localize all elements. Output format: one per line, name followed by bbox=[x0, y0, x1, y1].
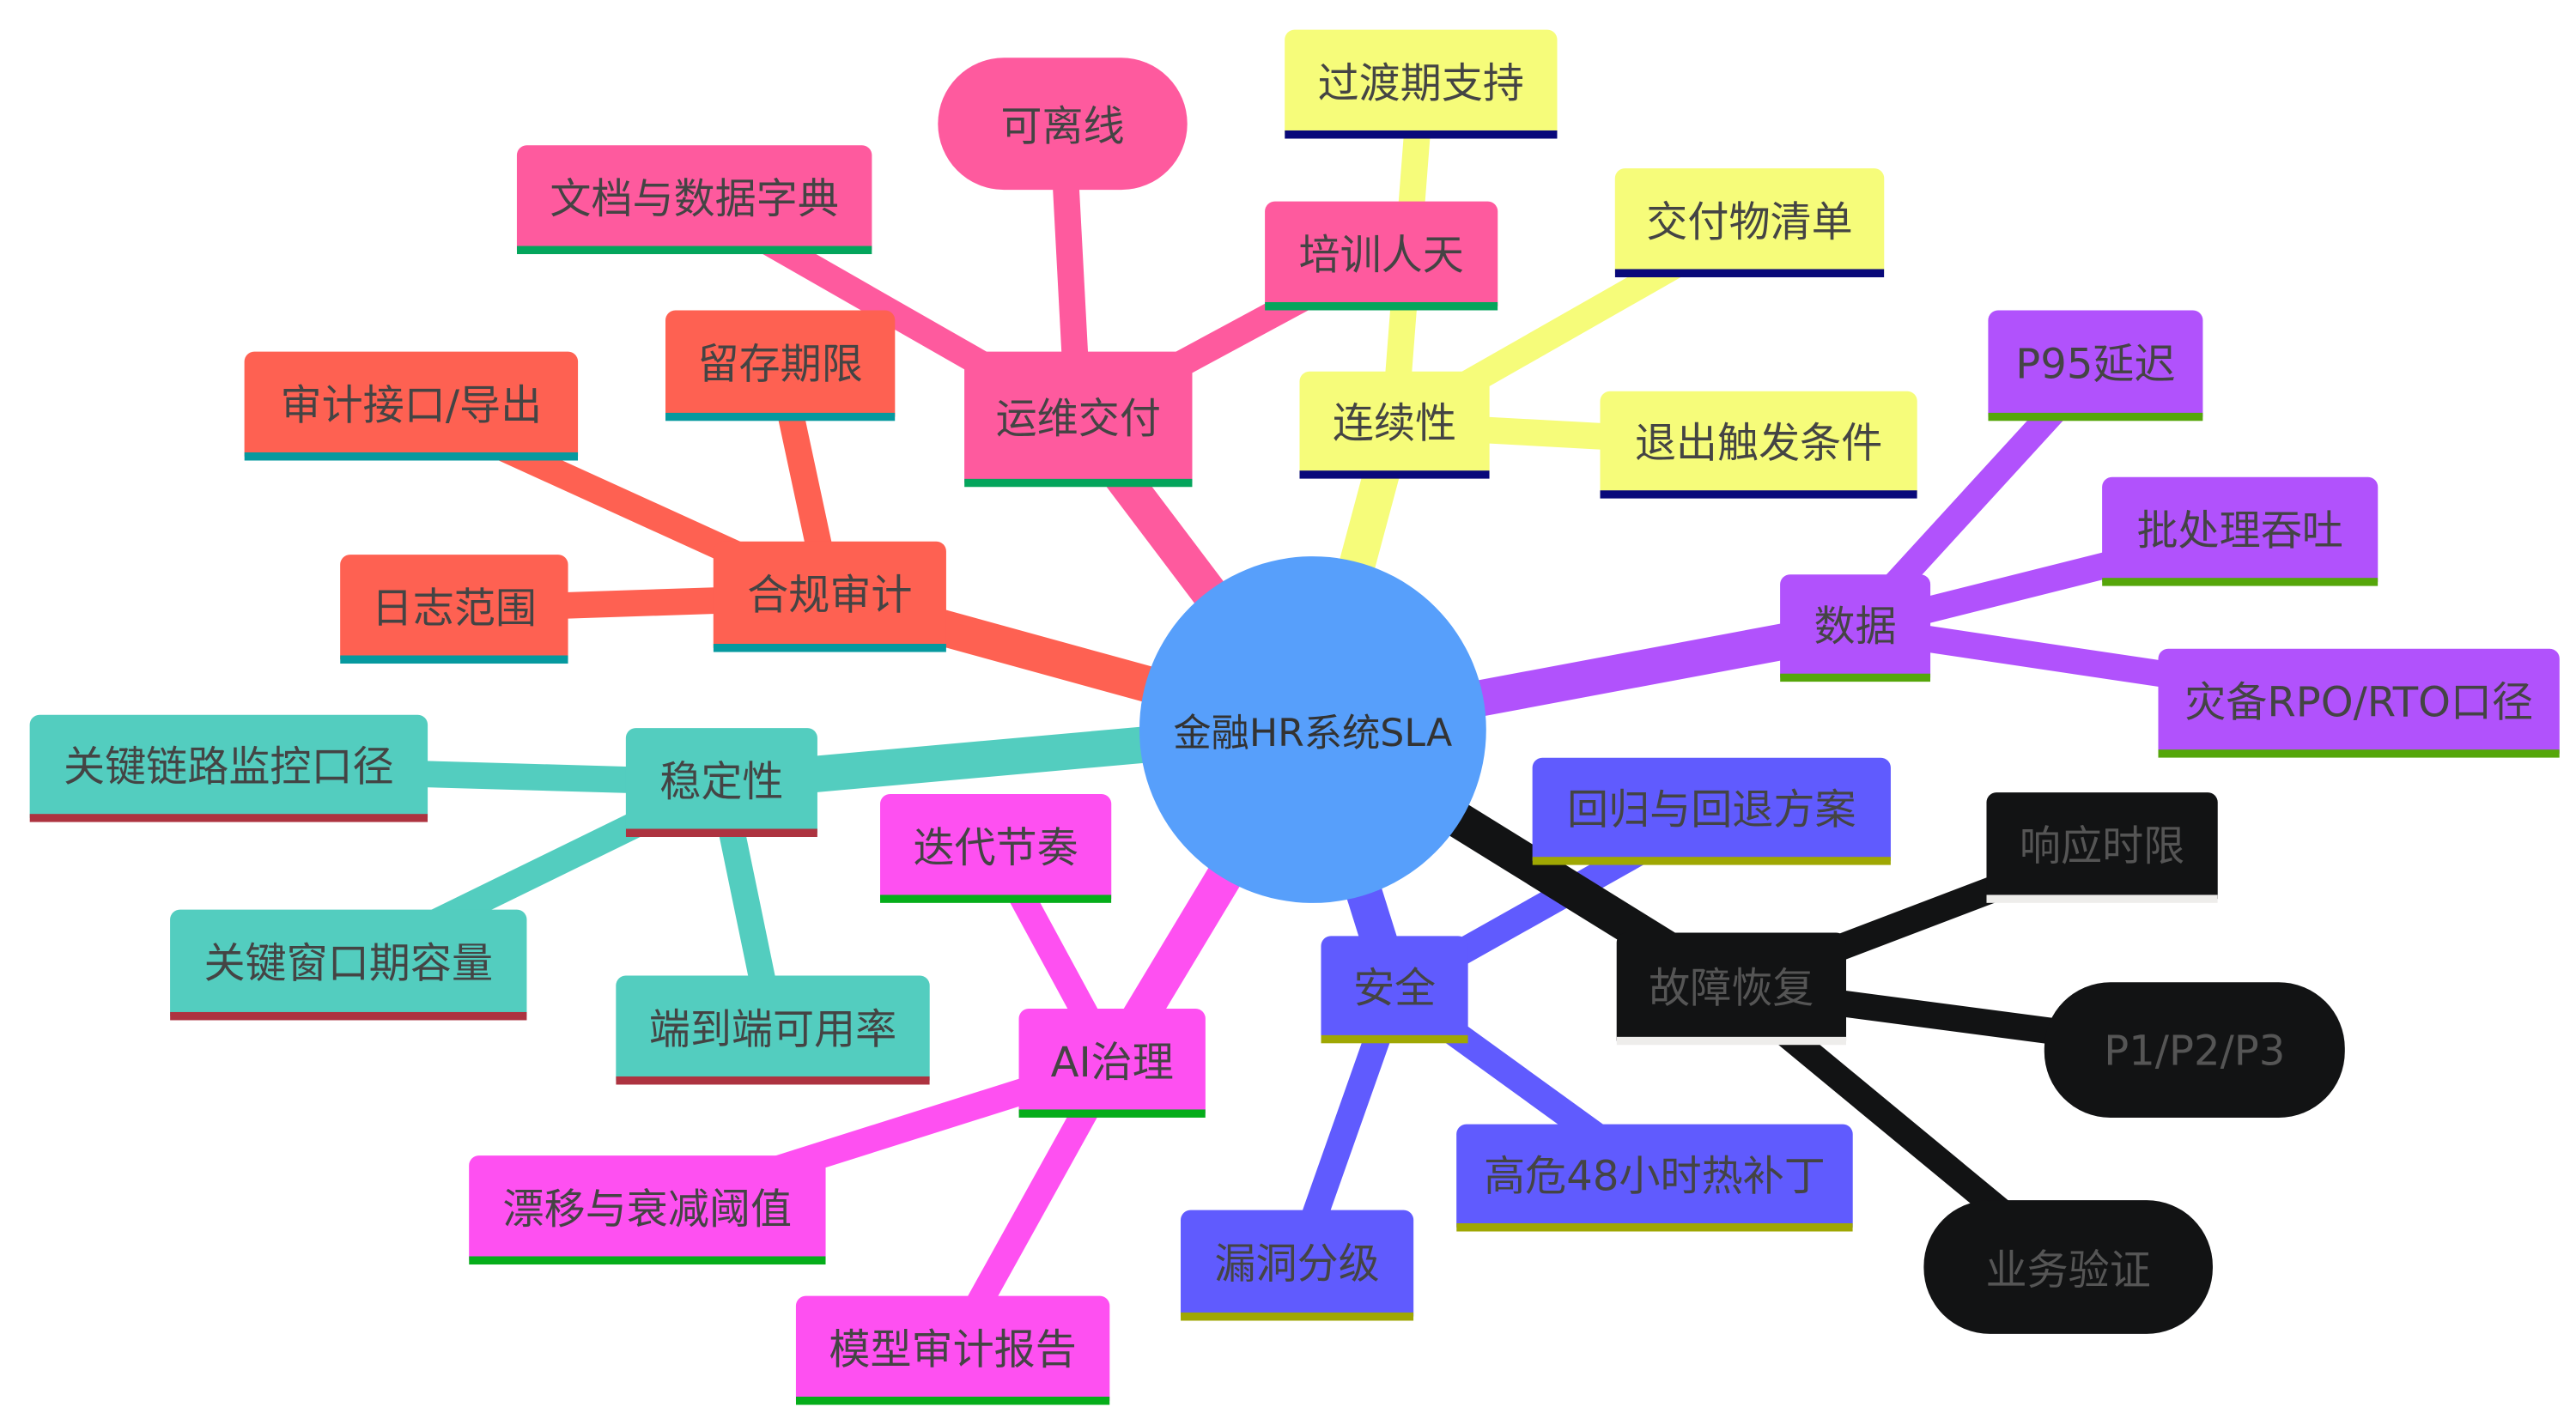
branch-node-label: 稳定性 bbox=[659, 756, 784, 805]
branch-node[interactable]: AI治理 bbox=[1018, 1009, 1206, 1118]
leaf-node[interactable]: 高危48小时热补丁 bbox=[1456, 1124, 1853, 1232]
leaf-node-label: 高危48小时热补丁 bbox=[1484, 1152, 1826, 1201]
leaf-node-label: 培训人天 bbox=[1298, 230, 1464, 279]
leaf-node[interactable]: P95延迟 bbox=[1988, 310, 2203, 421]
leaf-node[interactable]: 业务验证 bbox=[1923, 1200, 2213, 1334]
branch-node-label: 运维交付 bbox=[995, 393, 1161, 442]
leaf-node-label: 可离线 bbox=[1000, 102, 1125, 151]
leaf-node[interactable]: 迭代节奏 bbox=[880, 794, 1112, 903]
leaf-node[interactable]: 灾备RPO/RTO口径 bbox=[2158, 648, 2560, 758]
leaf-node-label: 漂移与衰减阈值 bbox=[502, 1184, 793, 1233]
leaf-node[interactable]: 关键窗口期容量 bbox=[170, 909, 527, 1021]
leaf-node-label: 交付物清单 bbox=[1646, 197, 1853, 246]
leaf-node[interactable]: 漏洞分级 bbox=[1181, 1210, 1414, 1321]
branch-node-label: AI治理 bbox=[1050, 1037, 1174, 1086]
leaf-node-label: 漏洞分级 bbox=[1214, 1240, 1380, 1289]
leaf-node[interactable]: 文档与数据字典 bbox=[516, 145, 872, 255]
leaf-node-label: 关键链路监控口径 bbox=[64, 743, 394, 791]
leaf-node-label: 迭代节奏 bbox=[913, 822, 1078, 871]
leaf-node-label: 模型审计报告 bbox=[829, 1325, 1077, 1373]
leaf-node[interactable]: 退出触发条件 bbox=[1600, 391, 1917, 499]
leaf-node[interactable]: 培训人天 bbox=[1265, 201, 1498, 311]
leaf-node-label: 日志范围 bbox=[371, 583, 538, 632]
leaf-node-label: 审计接口/导出 bbox=[280, 380, 543, 429]
leaf-node-label: P95延迟 bbox=[2015, 340, 2176, 388]
leaf-node-label: 灾备RPO/RTO口径 bbox=[2184, 677, 2534, 726]
branch-node[interactable]: 稳定性 bbox=[625, 728, 817, 838]
leaf-node-label: 关键窗口期容量 bbox=[204, 939, 494, 988]
leaf-node-label: 过渡期支持 bbox=[1317, 58, 1525, 107]
branch-node[interactable]: 运维交付 bbox=[964, 351, 1193, 488]
leaf-node-label: 留存期限 bbox=[697, 340, 863, 388]
leaf-node[interactable]: 漂移与衰减阈值 bbox=[469, 1155, 826, 1265]
leaf-node-label: 退出触发条件 bbox=[1634, 419, 1883, 468]
branch-node[interactable]: 连续性 bbox=[1299, 371, 1490, 479]
leaf-node[interactable]: 日志范围 bbox=[340, 555, 568, 664]
leaf-node[interactable]: 端到端可用率 bbox=[616, 975, 930, 1085]
leaf-node-label: 文档与数据字典 bbox=[550, 173, 839, 222]
leaf-node[interactable]: P1/P2/P3 bbox=[2044, 982, 2345, 1118]
branch-node-label: 安全 bbox=[1352, 964, 1437, 1012]
leaf-node[interactable]: 审计接口/导出 bbox=[244, 351, 579, 461]
leaf-node-label: 响应时限 bbox=[2019, 822, 2185, 870]
branch-node-label: 合规审计 bbox=[747, 571, 913, 620]
leaf-node-label: 回归与回退方案 bbox=[1566, 785, 1856, 834]
branch-node[interactable]: 故障恢复 bbox=[1616, 932, 1847, 1046]
leaf-node-label: 批处理吞吐 bbox=[2136, 506, 2343, 555]
branch-node[interactable]: 合规审计 bbox=[713, 541, 946, 652]
leaf-node[interactable]: 过渡期支持 bbox=[1285, 29, 1558, 139]
root-label: 金融HR系统SLA bbox=[1173, 712, 1453, 756]
leaf-node-label: P1/P2/P3 bbox=[2104, 1026, 2286, 1074]
root-node[interactable]: 金融HR系统SLA bbox=[1139, 556, 1486, 903]
branch-node-label: 故障恢复 bbox=[1649, 963, 1814, 1011]
branch-node-label: 数据 bbox=[1814, 602, 1897, 651]
leaf-node[interactable]: 留存期限 bbox=[665, 310, 896, 421]
leaf-node[interactable]: 批处理吞吐 bbox=[2102, 476, 2379, 586]
leaf-node[interactable]: 回归与回退方案 bbox=[1532, 757, 1891, 865]
leaf-node[interactable]: 模型审计报告 bbox=[795, 1295, 1110, 1405]
leaf-node-label: 业务验证 bbox=[1985, 1245, 2151, 1294]
leaf-node[interactable]: 关键链路监控口径 bbox=[29, 714, 428, 822]
leaf-node[interactable]: 交付物清单 bbox=[1614, 168, 1885, 278]
leaf-node-label: 端到端可用率 bbox=[648, 1004, 897, 1052]
leaf-node[interactable]: 响应时限 bbox=[1986, 792, 2218, 903]
branch-node[interactable]: 安全 bbox=[1321, 936, 1468, 1044]
branch-node[interactable]: 数据 bbox=[1780, 574, 1931, 682]
branch-node-label: 连续性 bbox=[1332, 399, 1457, 448]
leaf-node[interactable]: 可离线 bbox=[938, 58, 1188, 191]
